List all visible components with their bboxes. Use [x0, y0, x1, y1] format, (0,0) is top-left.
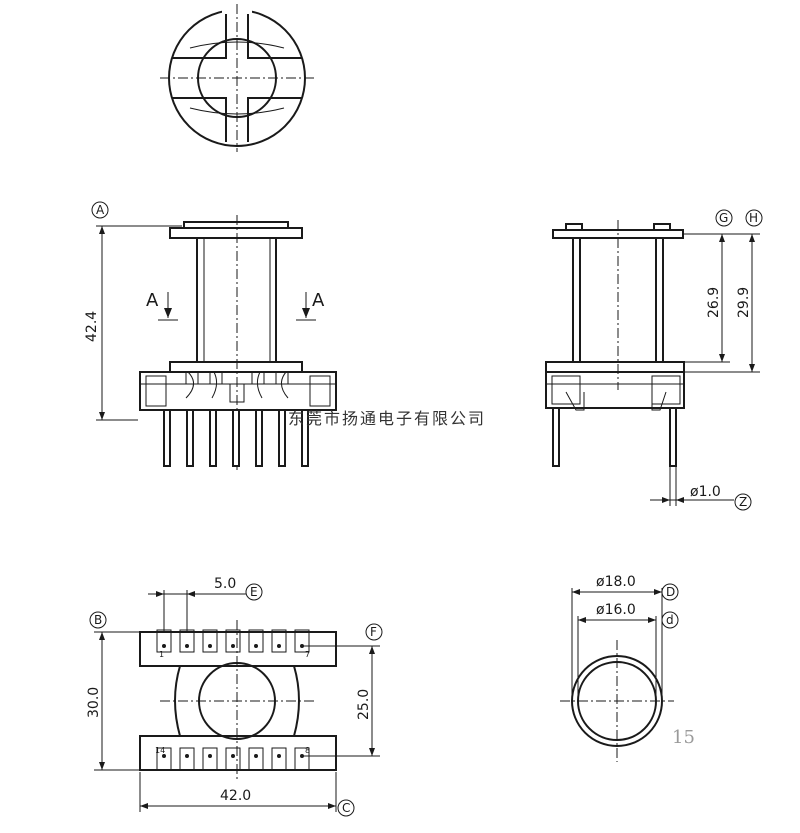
top-view [160, 4, 314, 152]
ref-label-f: F [370, 625, 377, 639]
dim-pin-pitch: 5.0 [214, 576, 236, 592]
dim-42-0: 42.0 [220, 788, 251, 804]
ref-label-b: B [94, 613, 102, 627]
side-view: 26.9 29.9 G H ø1.0 Z [545, 209, 763, 511]
pin-number-14: 14 [155, 746, 165, 755]
ref-label-d-upper: D [666, 585, 675, 599]
ref-label-h: H [749, 211, 758, 225]
ref-label-z: Z [739, 495, 747, 509]
ref-label-e: E [250, 585, 258, 599]
section-label-left: A [146, 290, 159, 311]
tube-section-view: ø18.0 D ø16.0 d [560, 574, 679, 762]
dim-pin-diameter: ø1.0 [690, 484, 721, 500]
company-watermark: 东莞市扬通电子有限公司 [288, 409, 486, 428]
section-arrows: A A [146, 290, 325, 321]
dim-26-9: 26.9 [706, 287, 722, 318]
dim-30-0: 30.0 [86, 687, 102, 718]
pin-number-1: 1 [159, 650, 164, 659]
dim-inner-diameter: ø16.0 [596, 602, 636, 618]
front-pins [163, 409, 309, 467]
dim-outer-diameter: ø18.0 [596, 574, 636, 590]
dim-42-4: 42.4 [84, 311, 100, 342]
ref-label-c: C [342, 801, 350, 815]
dim-height-overall: 42.4 A [84, 201, 182, 421]
ref-label-a: A [96, 203, 105, 217]
ref-label-g: G [719, 211, 728, 225]
page-number: 15 [672, 727, 695, 748]
pin-number-7: 7 [305, 650, 310, 659]
front-view: A A 42.4 A [84, 201, 337, 470]
dim-29-9: 29.9 [736, 287, 752, 318]
section-label-right: A [312, 290, 325, 311]
dim-25-0: 25.0 [356, 689, 372, 720]
bottom-view: 1 7 14 8 5.0 E 30.0 B 25.0 F [86, 576, 383, 817]
pin-number-8: 8 [305, 746, 310, 755]
ref-label-d-lower: d [666, 613, 674, 627]
